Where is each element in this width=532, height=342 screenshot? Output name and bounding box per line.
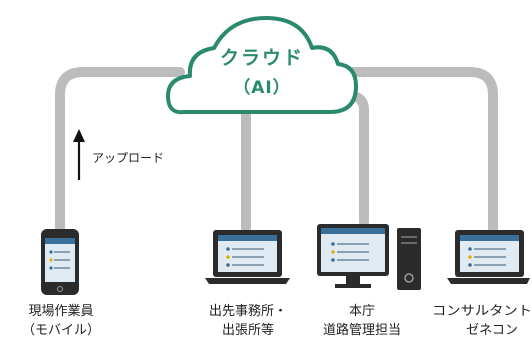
connector-consultant [273,67,498,233]
cloud-subtitle: （AI） [233,77,290,98]
consultant-label-line2: ゼネコン [466,323,518,338]
laptop-icon-consultant [447,230,530,284]
smartphone-label-line2: （モバイル） [22,323,100,338]
cloud: クラウド （AI） [166,16,358,115]
connector-smartphone [55,67,185,233]
cloud-title: クラウド [220,47,304,69]
upload-indicator: アップロード [73,129,164,180]
smartphone-label-line1: 現場作業員 [28,303,93,319]
device-labels: 現場作業員 （モバイル） 出先事務所・ 出張所等 本庁 道路管理担当 コンサルタ… [22,303,532,338]
upload-label: アップロード [92,151,164,165]
head-office-label-line2: 道路管理担当 [323,322,401,338]
cloud-shape [166,16,358,115]
branch-office-label-line1: 出先事務所・ [209,304,287,319]
laptop-icon-branch-office [205,230,290,284]
smartphone-icon [41,229,79,295]
consultant-label-line1: コンサルタント [432,304,532,319]
head-office-label-line1: 本庁 [349,304,375,319]
desktop-icon-head-office [317,224,421,290]
upload-arrow-icon [73,129,85,142]
connector-head-office [340,91,369,227]
branch-office-label-line2: 出張所等 [222,322,274,338]
